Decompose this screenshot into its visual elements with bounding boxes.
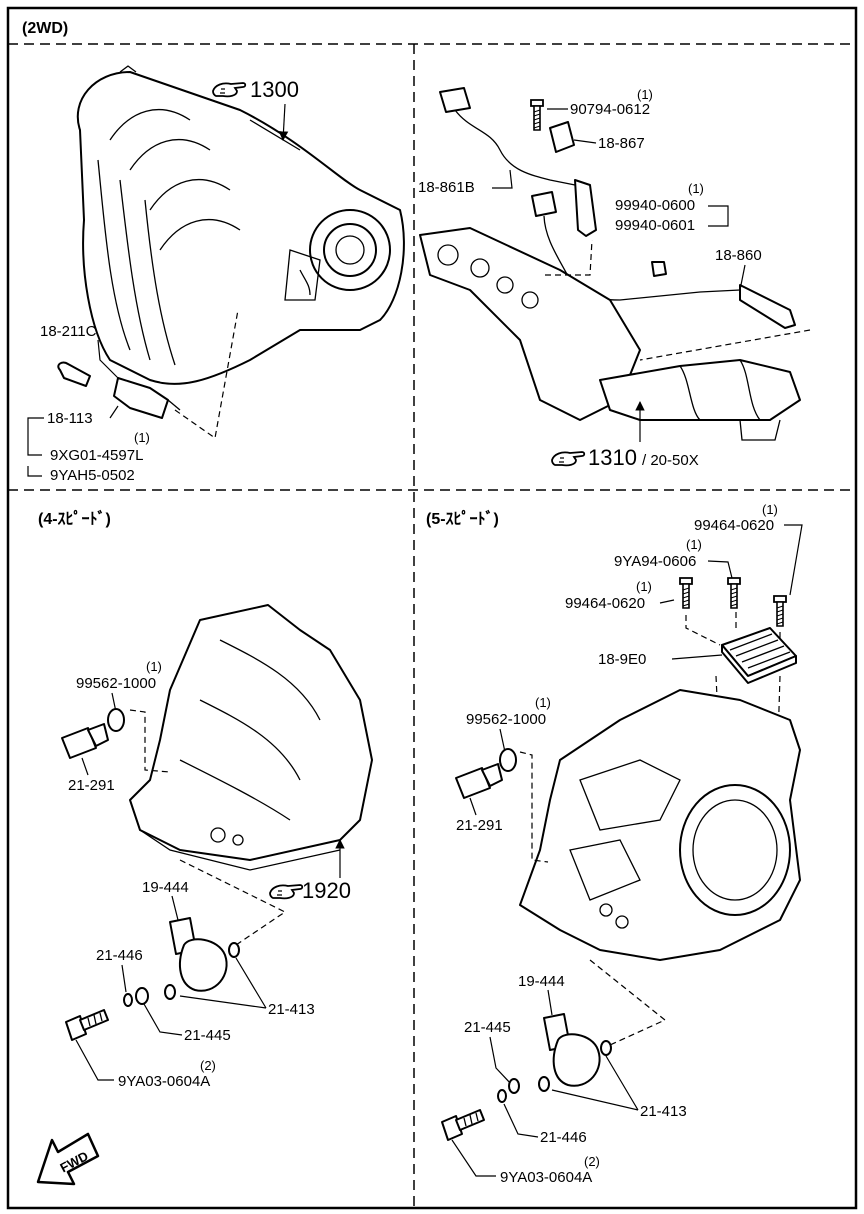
control-module-18-9e0 — [721, 627, 797, 684]
pressure-switch-5spd — [455, 748, 517, 799]
bolt-99464-b — [773, 595, 787, 627]
label-21-413-4spd: 21-413 — [268, 1001, 315, 1018]
label-99464-0620-b: 99464-0620 — [565, 595, 645, 612]
label-21-445-5spd: 21-445 — [464, 1019, 511, 1036]
label-18-9e0: 18-9E0 — [598, 651, 646, 668]
qty-99562-5spd: (1) — [535, 695, 551, 710]
qty-99464-a: (1) — [762, 502, 778, 517]
bolt-9ya03-4spd — [65, 1009, 109, 1041]
label-18-211c: 18-211C — [40, 323, 97, 340]
label-21-446-4spd: 21-446 — [96, 947, 143, 964]
qty-99464-b: (1) — [636, 579, 652, 594]
label-21-413-5spd: 21-413 — [640, 1103, 687, 1120]
intake-sensor — [57, 361, 181, 419]
frame — [6, 6, 858, 1210]
section-label-4-speed: (4-ｽﾋﾟｰﾄﾞ) — [38, 509, 111, 528]
qty-9ya03-4spd: (2) — [200, 1058, 216, 1073]
label-21-291-4spd: 21-291 — [68, 777, 115, 794]
exhaust-sensors — [439, 87, 796, 329]
transaxle-4-speed — [129, 604, 373, 871]
label-99464-0620-a: 99464-0620 — [694, 517, 774, 534]
intake-manifold — [76, 65, 405, 385]
label-9ya03-0604a-4spd: 9YA03-0604A — [118, 1073, 210, 1090]
label-21-446-5spd: 21-446 — [540, 1129, 587, 1146]
bolt-9ya03-5spd — [441, 1109, 485, 1141]
label-18-861b: 18-861B — [418, 179, 475, 196]
label-19-444-4spd: 19-444 — [142, 879, 189, 896]
bolt-9ya94 — [727, 577, 741, 609]
section-label-5-speed: (5-ｽﾋﾟｰﾄﾞ) — [426, 509, 499, 528]
fwd-arrow-icon: FWD — [36, 1132, 100, 1186]
ref-1300: 1300 — [250, 77, 299, 102]
label-9xg01-4597l: 9XG01-4597L — [50, 447, 143, 464]
label-18-867: 18-867 — [598, 135, 645, 152]
qty-99940: (1) — [688, 181, 704, 196]
ref-1920: 1920 — [302, 878, 351, 903]
ref-1310-sub: / 20-50X — [642, 452, 699, 469]
exhaust-manifold — [419, 227, 801, 441]
label-21-445-4spd: 21-445 — [184, 1027, 231, 1044]
qty-9ya94: (1) — [686, 537, 702, 552]
label-18-113: 18-113 — [47, 410, 93, 427]
transaxle-5-speed — [519, 689, 801, 961]
label-99562-1000-5spd: 99562-1000 — [466, 711, 546, 728]
hand-pointer-icon — [212, 82, 247, 98]
qty-90794: (1) — [637, 87, 653, 102]
label-9ya94-0606: 9YA94-0606 — [614, 553, 696, 570]
section-label-2wd: (2WD) — [22, 20, 68, 37]
label-18-860: 18-860 — [715, 247, 762, 264]
label-90794-0612: 90794-0612 — [570, 101, 650, 118]
hand-pointer-icon — [551, 451, 586, 467]
range-sensor-5spd — [538, 1013, 612, 1092]
label-21-291-5spd: 21-291 — [456, 817, 503, 834]
range-sensor-4spd — [164, 917, 240, 1000]
label-99940-0601: 99940-0601 — [615, 217, 695, 234]
ref-1310: 1310 — [588, 445, 637, 470]
qty-9xg01: (1) — [134, 430, 150, 445]
label-99562-1000-4spd: 99562-1000 — [76, 675, 156, 692]
label-9ya03-0604a-5spd: 9YA03-0604A — [500, 1169, 592, 1186]
qty-9ya03-5spd: (2) — [584, 1154, 600, 1169]
hand-pointer-icon — [269, 884, 304, 900]
label-19-444-5spd: 19-444 — [518, 973, 565, 990]
label-9yah5-0502: 9YAH5-0502 — [50, 467, 135, 484]
bolt-99464-a — [679, 577, 693, 609]
label-99940-0600: 99940-0600 — [615, 197, 695, 214]
qty-99562-4spd: (1) — [146, 659, 162, 674]
pressure-switch-4spd — [61, 708, 125, 759]
